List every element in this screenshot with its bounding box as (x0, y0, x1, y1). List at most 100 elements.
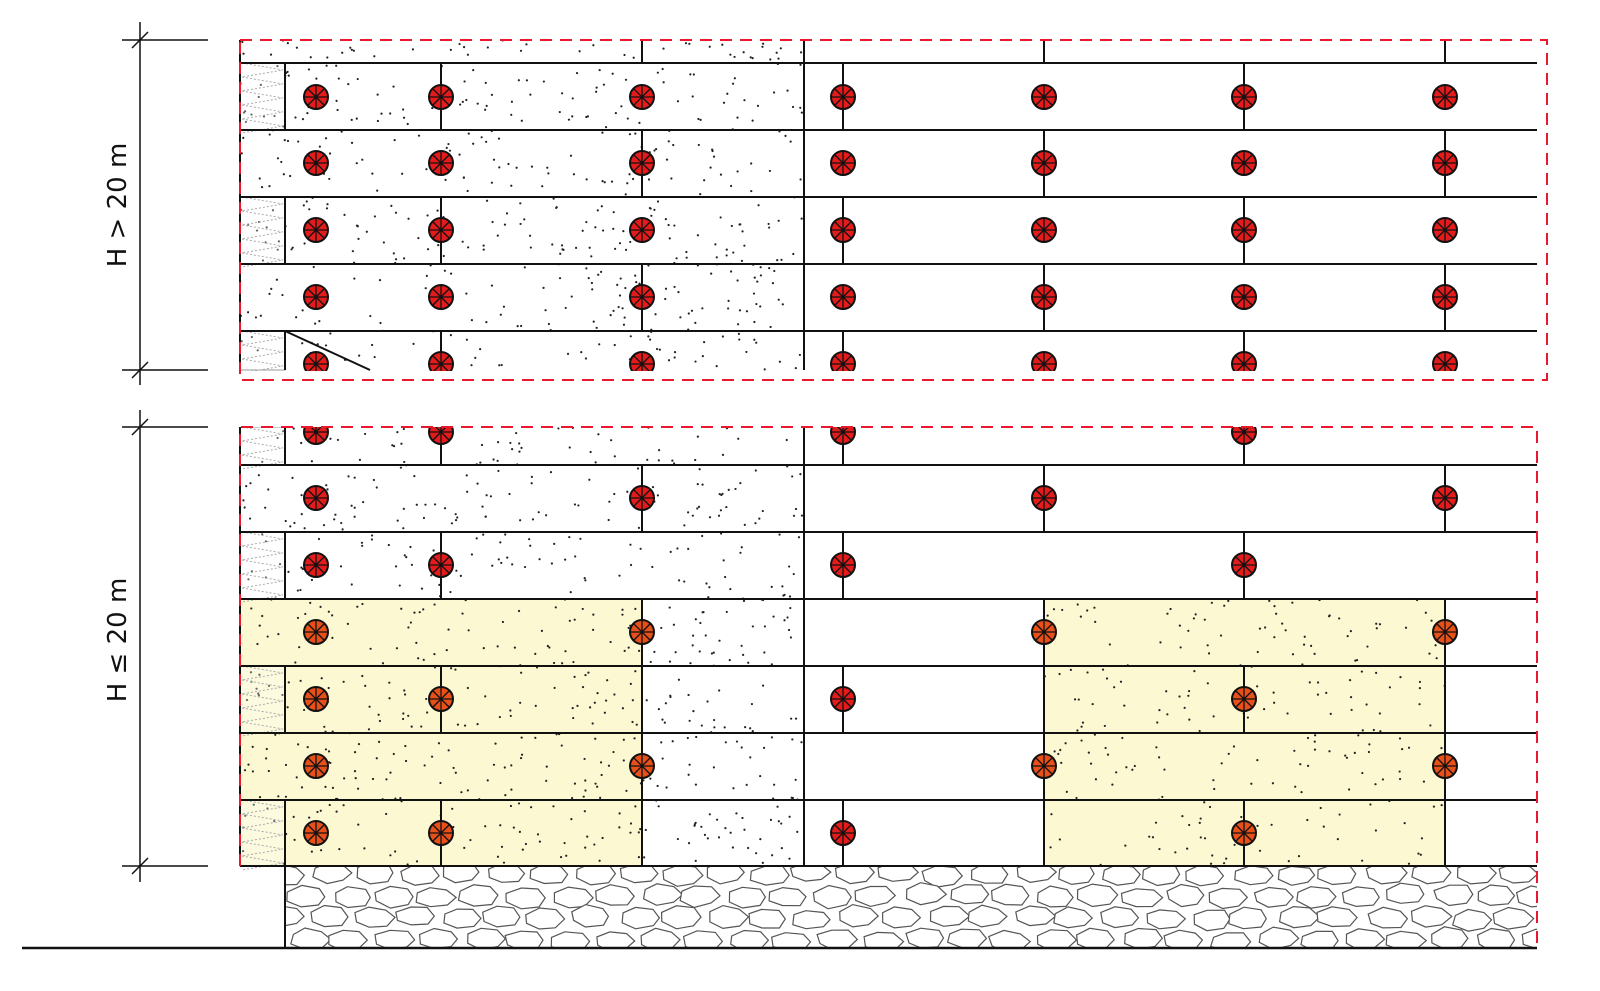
dot (1103, 724, 1106, 728)
dot (773, 783, 776, 786)
dot (661, 718, 664, 721)
dot (701, 354, 704, 358)
dot (274, 733, 277, 736)
dot (472, 142, 475, 145)
dot (598, 859, 601, 862)
dot (759, 266, 762, 269)
stone (946, 928, 988, 948)
dot (1101, 668, 1105, 671)
dot (243, 769, 247, 772)
dot (1093, 733, 1096, 736)
dot (295, 46, 298, 49)
dot (622, 323, 626, 326)
stone (929, 905, 971, 927)
stone (1253, 886, 1295, 908)
dot (258, 624, 261, 627)
dot (430, 755, 434, 758)
dot (598, 68, 601, 72)
dot (404, 744, 407, 748)
fixing-anchor-icon (303, 552, 329, 578)
dot (554, 606, 557, 609)
dot (265, 757, 268, 760)
dot (1336, 838, 1339, 841)
dot (472, 69, 475, 72)
stone (1058, 866, 1095, 886)
dot (309, 601, 312, 604)
dot (1398, 770, 1401, 773)
stone (356, 866, 394, 885)
dot (631, 699, 634, 702)
dot (470, 364, 473, 367)
dot (559, 855, 563, 859)
dot (634, 132, 637, 135)
dot (1052, 608, 1056, 611)
dot (438, 583, 441, 587)
dot (340, 130, 343, 133)
dot (1361, 859, 1364, 862)
stone (505, 887, 546, 910)
dot (403, 554, 406, 557)
dot (1300, 790, 1303, 794)
dot (703, 179, 706, 182)
dot (261, 259, 265, 262)
dot (503, 223, 507, 226)
dot (1209, 862, 1213, 865)
dot (1360, 670, 1363, 673)
dot (561, 662, 564, 665)
dot (745, 310, 749, 313)
dot (1133, 764, 1136, 768)
anchor-spoke (834, 556, 852, 574)
dot (337, 77, 340, 80)
dot (622, 738, 625, 741)
dot (719, 509, 722, 512)
dot (1313, 652, 1316, 655)
dot (329, 437, 332, 440)
dot (1061, 608, 1064, 612)
dot (1187, 629, 1190, 632)
stone (1410, 905, 1453, 928)
dot (376, 119, 379, 123)
dot (1354, 659, 1357, 662)
dot (778, 360, 781, 363)
dot (460, 791, 463, 794)
dot (639, 547, 642, 550)
dot (742, 653, 745, 656)
dot (485, 140, 488, 143)
dot (1322, 825, 1325, 828)
dot (449, 272, 453, 275)
dot (545, 765, 548, 768)
dot (1407, 862, 1411, 865)
dot (1348, 678, 1352, 682)
stone (905, 882, 948, 906)
dot (276, 157, 280, 160)
dot (509, 441, 512, 445)
dot (623, 316, 626, 319)
dot (677, 290, 680, 294)
dot (629, 831, 632, 834)
dot (739, 481, 742, 485)
dot (1375, 627, 1378, 630)
dot (696, 435, 699, 438)
stone (881, 906, 922, 929)
dot (1372, 728, 1375, 732)
dot (1219, 634, 1223, 637)
dot (277, 240, 281, 243)
dot (278, 563, 282, 566)
dot (619, 277, 622, 280)
dot (1418, 703, 1421, 706)
anchor-spoke (307, 757, 325, 775)
dot (338, 848, 341, 851)
dot (1206, 682, 1209, 685)
dot (243, 110, 247, 113)
dot (525, 79, 529, 82)
dot (484, 515, 487, 518)
dot (653, 149, 656, 152)
stone (395, 906, 436, 926)
dot (631, 177, 635, 181)
dot (798, 353, 802, 357)
dot (637, 831, 640, 834)
dot (613, 455, 616, 458)
dot (759, 774, 762, 778)
dot-texture (238, 426, 806, 866)
dot (1227, 752, 1230, 755)
